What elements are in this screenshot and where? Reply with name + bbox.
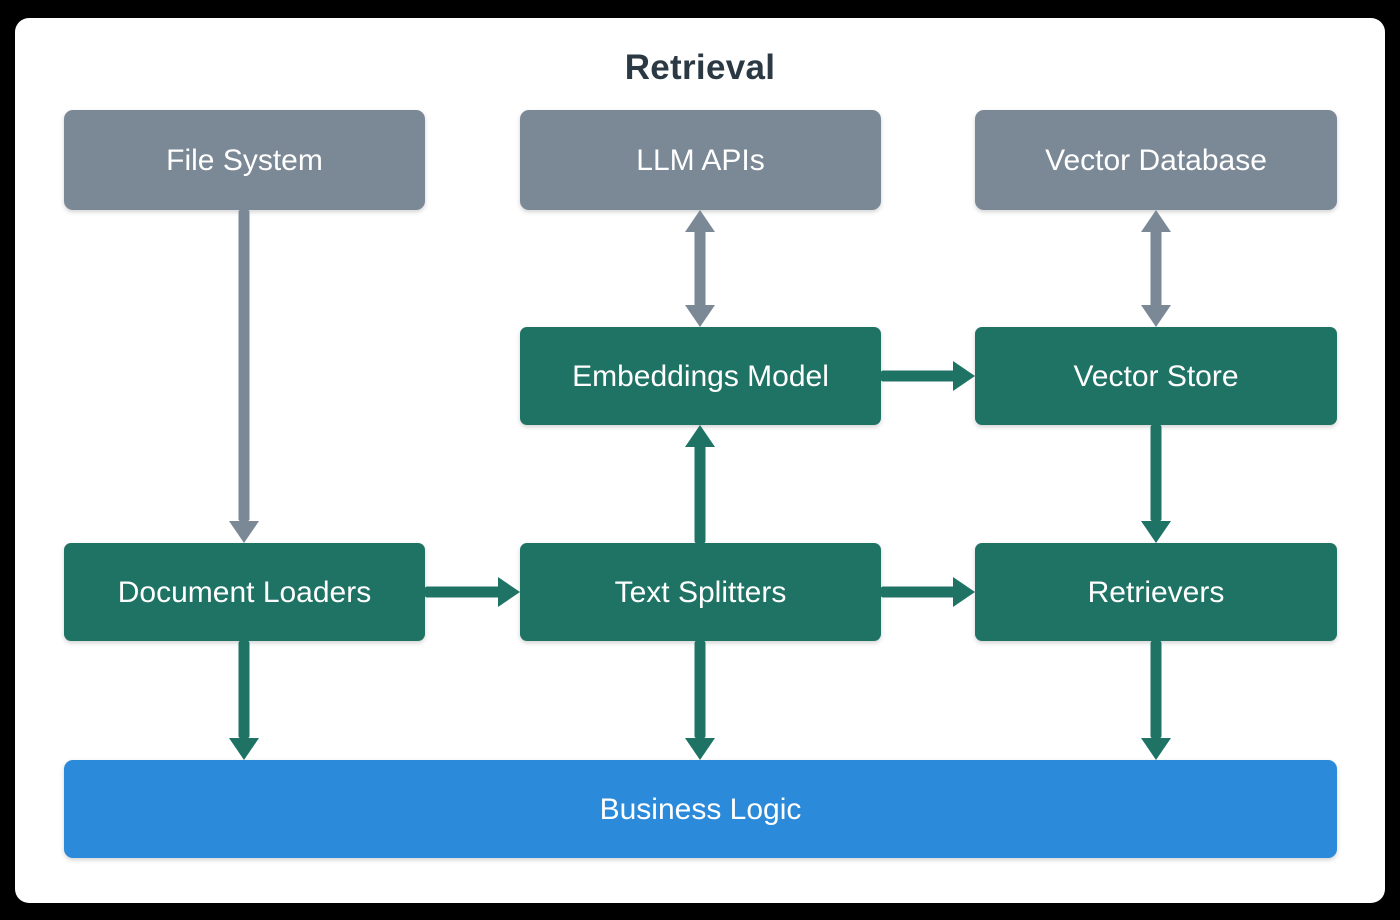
node-label-document-loaders: Document Loaders (117, 575, 372, 609)
node-embeddings-model[interactable]: Embeddings Model (520, 327, 881, 425)
node-label-llm-apis: LLM APIs (636, 143, 765, 177)
node-label-vector-store: Vector Store (1073, 359, 1239, 393)
node-label-embeddings-model: Embeddings Model (572, 359, 829, 393)
arrow-vector-store-to-retrievers (1141, 425, 1171, 543)
node-label-file-system: File System (166, 143, 323, 177)
node-vector-database[interactable]: Vector Database (975, 110, 1337, 210)
arrow-document-loaders-to-business-logic (229, 641, 259, 760)
arrow-retrievers-to-business-logic (1141, 641, 1171, 760)
node-llm-apis[interactable]: LLM APIs (520, 110, 881, 210)
node-label-business-logic: Business Logic (599, 792, 802, 826)
arrow-text-splitters-to-business-logic (685, 641, 715, 760)
diagram-title: Retrieval (624, 48, 776, 87)
node-file-system[interactable]: File System (64, 110, 425, 210)
arrow-document-loaders-to-text-splitters (425, 577, 520, 607)
retrieval-architecture-diagram: Retrieval File System LLM APIs Vector Da… (15, 18, 1385, 903)
arrow-vector-database-vector-store-bidirectional (1141, 210, 1171, 327)
arrow-file-system-to-document-loaders (229, 210, 259, 543)
arrow-text-splitters-to-retrievers (881, 577, 975, 607)
diagram-canvas: Retrieval File System LLM APIs Vector Da… (15, 18, 1385, 903)
node-retrievers[interactable]: Retrievers (975, 543, 1337, 641)
node-label-text-splitters: Text Splitters (614, 575, 787, 609)
node-text-splitters[interactable]: Text Splitters (520, 543, 881, 641)
node-vector-store[interactable]: Vector Store (975, 327, 1337, 425)
node-label-vector-database: Vector Database (1045, 143, 1267, 177)
arrow-text-splitters-to-embeddings-model (685, 425, 715, 543)
node-label-retrievers: Retrievers (1087, 575, 1225, 609)
node-business-logic[interactable]: Business Logic (64, 760, 1337, 858)
arrow-embeddings-model-to-vector-store (881, 361, 975, 391)
node-document-loaders[interactable]: Document Loaders (64, 543, 425, 641)
arrow-llm-apis-embeddings-model-bidirectional (685, 210, 715, 327)
